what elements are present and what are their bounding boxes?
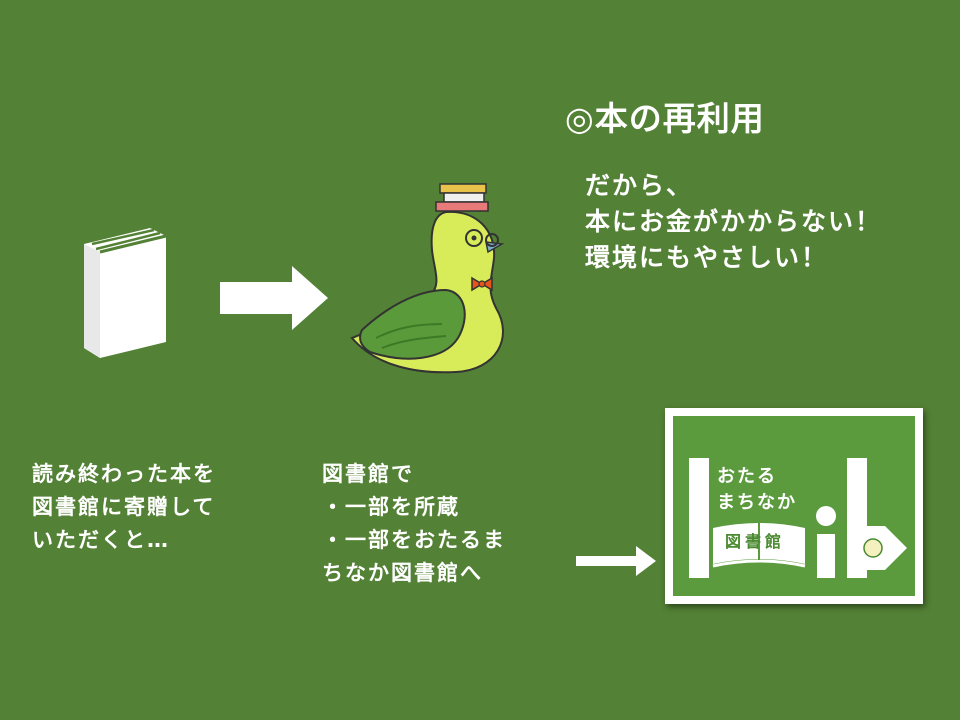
step1-line: いただくと… (32, 528, 170, 552)
logo-line1: おたる (717, 466, 777, 487)
step1-line: 読み終わった本を (32, 462, 216, 486)
library-logo: おたる まちなか 図書館 (665, 408, 923, 604)
benefits-line: 環境にもやさしい！ (585, 243, 829, 272)
pigeon-mascot-icon (350, 183, 505, 374)
logo-panel: おたる まちなか 図書館 (673, 416, 915, 596)
step2-line: 図書館で (322, 462, 414, 486)
step2-line: ちなか図書館へ (322, 561, 483, 585)
step2-line: ・一部をおたるま (322, 528, 506, 552)
logo-line2: まちなか (717, 492, 797, 513)
book-icon (84, 228, 167, 358)
benefits-line: だから、 (585, 171, 694, 200)
step2-line: ・一部を所蔵 (322, 495, 460, 519)
logo-graphic-icon (689, 458, 907, 578)
benefits-text: だから、 本にお金がかからない！ 環境にもやさしい！ (585, 168, 882, 276)
logo-library-label: 図書館 (725, 532, 786, 551)
arrow-right-icon (576, 546, 656, 576)
step1-text: 読み終わった本を 図書館に寄贈して いただくと… (32, 458, 216, 557)
arrow-right-icon (220, 266, 328, 330)
page-title: ◎本の再利用 (565, 99, 765, 138)
step1-line: 図書館に寄贈して (32, 495, 216, 519)
step2-text: 図書館で ・一部を所蔵 ・一部をおたるま ちなか図書館へ (322, 458, 506, 590)
benefits-line: 本にお金がかからない！ (585, 207, 883, 236)
